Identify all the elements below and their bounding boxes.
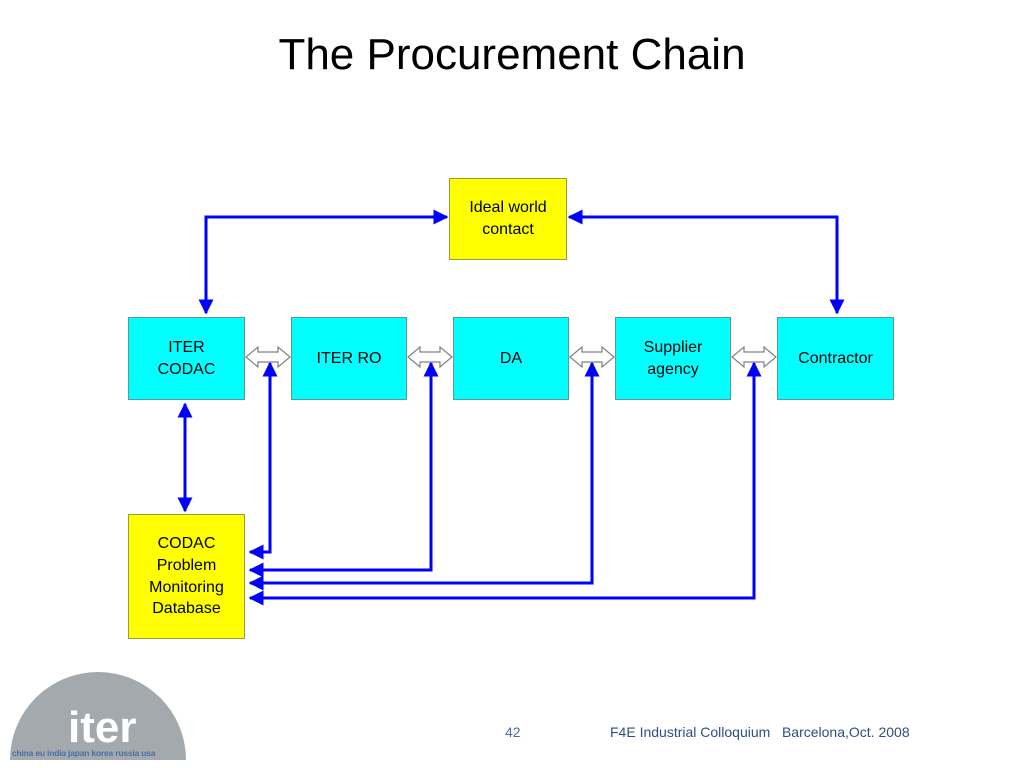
node-contractor: Contractor (777, 317, 894, 400)
node-iter-ro: ITER RO (291, 317, 407, 400)
edge-da-supplier (569, 345, 615, 369)
logo-wordmark: iter (68, 703, 136, 752)
edge-supplier-contractor (731, 345, 777, 369)
logo-tagline: china eu india japan korea russia usa (12, 748, 156, 758)
edge-database-contractor (248, 361, 762, 606)
node-ideal-world-contact: Ideal world contact (449, 178, 567, 260)
edge-codac-itero (245, 345, 291, 369)
footer-text: F4E Industrial Colloquium Barcelona,Oct.… (610, 724, 910, 740)
node-da: DA (453, 317, 569, 400)
slide-title: The Procurement Chain (278, 30, 746, 79)
node-iter-codac: ITER CODAC (128, 317, 245, 400)
node-codac-problem-monitoring-database: CODAC Problem Monitoring Database (128, 514, 245, 639)
edge-ideal-codac (198, 209, 449, 315)
edge-itero-da (407, 345, 453, 369)
iter-logo: iter (10, 672, 186, 760)
page-number: 42 (505, 724, 521, 740)
edge-database-itero (248, 361, 278, 560)
edge-ideal-contractor (567, 209, 845, 315)
node-supplier-agency: Supplier agency (615, 317, 731, 400)
